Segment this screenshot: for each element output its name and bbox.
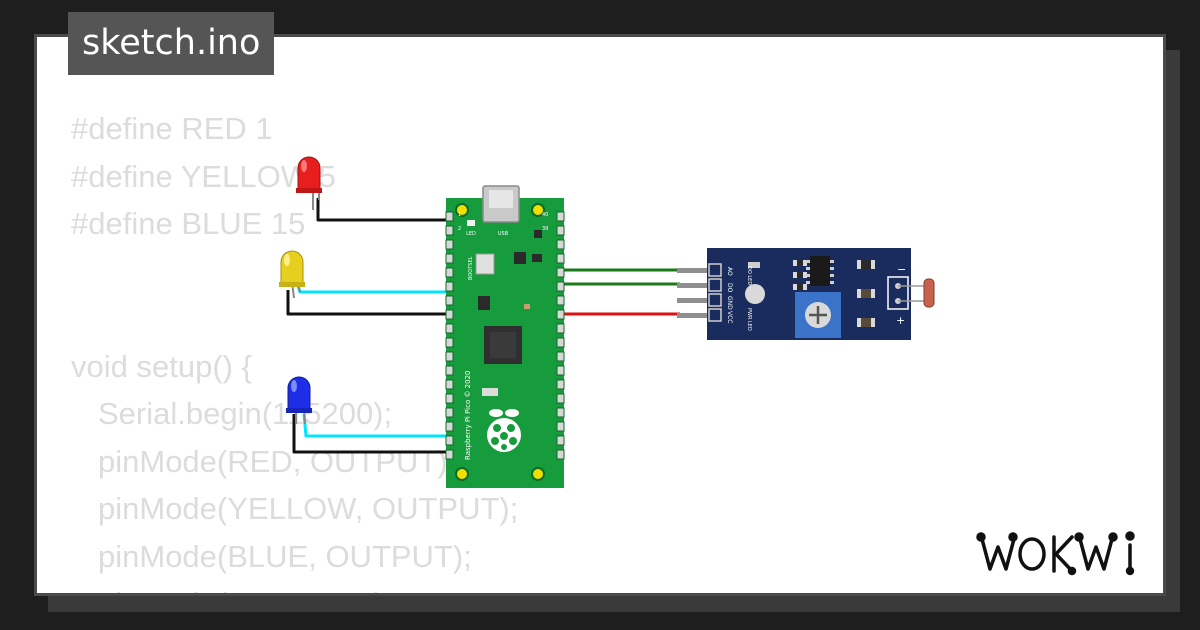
photoresistor — [923, 278, 935, 308]
raspberry-icon — [487, 409, 521, 452]
mounting-hole — [455, 467, 469, 481]
do-led-label: DO LED — [746, 266, 752, 285]
mounting-hole — [531, 467, 545, 481]
yellow-led[interactable] — [279, 250, 305, 299]
usb-port — [489, 190, 513, 208]
led-body — [297, 156, 321, 191]
red-led[interactable] — [296, 156, 322, 210]
pin-label-ao: AO — [726, 267, 733, 276]
raspberry-pi-pico[interactable]: LED USB 1 2 39 40 BOOTSEL Raspberry Pi P… — [445, 185, 565, 488]
pin-40-label: 40 — [542, 212, 548, 218]
usb-label: USB — [498, 231, 509, 237]
pin-label-vcc: VCC — [726, 311, 733, 323]
sensor-resistors — [793, 260, 875, 327]
comparator-chip — [810, 256, 830, 286]
sensor-pin-sockets — [708, 263, 722, 322]
pico-left-pins — [445, 211, 454, 460]
potentiometer-cross-icon — [809, 306, 827, 324]
power-led — [745, 284, 765, 304]
ldr-footprint — [887, 276, 909, 310]
wire-sensor-vcc — [552, 312, 680, 322]
mounting-hole — [531, 203, 545, 217]
wire-red-led-gnd — [316, 198, 456, 240]
blue-led[interactable] — [286, 376, 312, 425]
pin-1-label: 1 — [458, 212, 461, 218]
pico-right-pins — [556, 211, 565, 460]
minus-label: − — [897, 263, 906, 276]
rp2040-die — [490, 332, 516, 358]
wokwi-logo — [976, 531, 1135, 576]
code-line-6: void setup() { — [71, 348, 252, 384]
led-rim — [296, 188, 322, 193]
smd-component — [524, 304, 530, 309]
filename-tab[interactable]: sketch.ino — [68, 12, 275, 75]
code-line-1: #define RED 1 — [71, 111, 273, 146]
sensor-header-pins — [677, 268, 711, 318]
code-line-9: pinMode(YELLOW, OUTPUT); — [98, 491, 519, 526]
led-body — [280, 250, 304, 285]
do-led — [748, 262, 760, 268]
light-sensor-module[interactable]: AO DO GND VCC DO LED PWR LED − + — [677, 248, 935, 340]
led-highlight — [291, 380, 297, 392]
led-body — [287, 376, 311, 411]
led-label: LED — [466, 231, 476, 237]
wire-yellow-led-signal — [296, 285, 456, 294]
regulator-chip — [514, 252, 526, 264]
code-line-2: #define YELLOW 5 — [71, 158, 336, 194]
led-highlight — [284, 254, 290, 266]
code-preview: #define RED 1 #define YELLOW 5 #define BLU… — [71, 105, 519, 593]
pin-2-label: 2 — [458, 226, 461, 232]
code-line-3: #define BLUE 15 — [71, 206, 306, 241]
led-rim — [286, 408, 312, 413]
code-line-11: pinMode(ST, INPUT); — [71, 580, 518, 593]
bootsel-label: BOOTSEL — [468, 256, 474, 280]
code-line-7: Serial.begin(115200); — [98, 396, 393, 431]
smd-component — [534, 230, 542, 238]
code-line-10: pinMode(BLUE, OUTPUT); — [98, 538, 472, 574]
pwr-led-label: PWR LED — [746, 308, 752, 331]
pin-label-do: DO — [726, 283, 733, 293]
pin-label-gnd: GND — [726, 296, 733, 310]
led-highlight — [301, 160, 307, 172]
smd-component — [532, 254, 542, 262]
mounting-hole — [455, 203, 469, 217]
wire-blue-led-signal — [302, 413, 456, 438]
code-line-8: pinMode(RED, OUTPUT); — [98, 443, 457, 479]
pin-39-label: 39 — [542, 226, 548, 232]
plus-label: + — [896, 314, 905, 327]
wire-blue-led-gnd — [292, 414, 456, 454]
wire-yellow-led-gnd — [286, 290, 456, 316]
crystal — [482, 388, 498, 396]
onboard-led — [467, 220, 475, 226]
pico-silkscreen: Raspberry Pi Pico © 2020 — [464, 371, 472, 461]
bootsel-button[interactable] — [475, 253, 495, 275]
flash-chip — [478, 296, 490, 310]
led-rim — [279, 282, 305, 287]
